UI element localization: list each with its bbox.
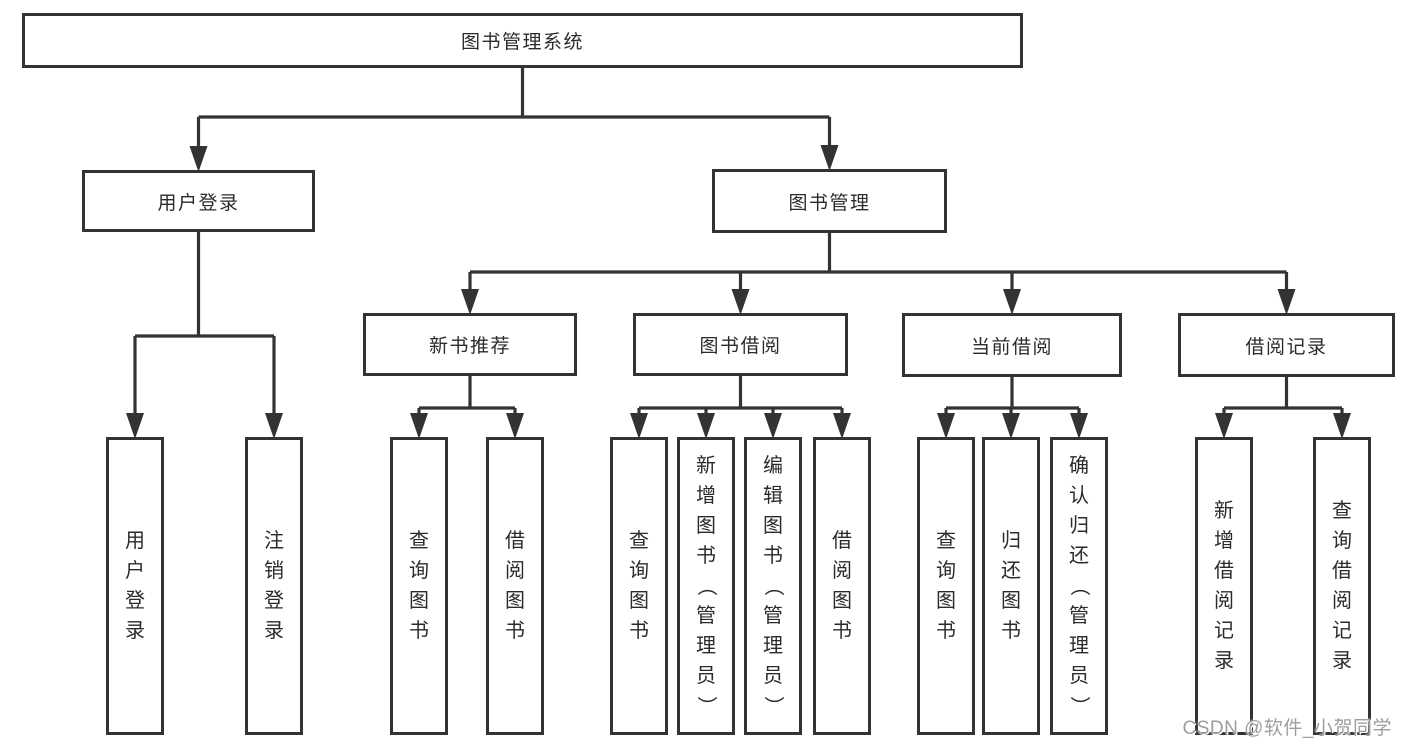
- node-add-borrow-record: 新增借阅记录: [1195, 437, 1253, 735]
- node-query-books-current: 查询图书: [917, 437, 975, 735]
- node-label: 新书推荐: [428, 336, 511, 357]
- node-label: 借阅图书: [832, 530, 852, 642]
- node-label: 注销登录: [264, 530, 284, 642]
- node-label: 编辑图书（管理员）: [762, 455, 784, 716]
- node-label: 归还图书: [1001, 530, 1021, 642]
- node-add-books-admin: 新增图书（管理员）: [677, 437, 735, 735]
- node-borrow-records: 借阅记录: [1178, 313, 1395, 377]
- node-borrow-books-recommend: 借阅图书: [486, 437, 544, 735]
- node-label: 图书管理系统: [460, 32, 584, 53]
- node-borrow-books-borrow: 借阅图书: [813, 437, 871, 735]
- node-label: 确认归还（管理员）: [1068, 455, 1090, 716]
- node-label: 查询图书: [409, 530, 429, 642]
- node-book-borrow: 图书借阅: [633, 313, 848, 376]
- node-edit-books-admin: 编辑图书（管理员）: [744, 437, 802, 735]
- node-return-books: 归还图书: [982, 437, 1040, 735]
- node-query-books-borrow: 查询图书: [610, 437, 668, 735]
- watermark: CSDN @软件_小贺同学: [1182, 718, 1392, 739]
- node-label: 图书借阅: [699, 336, 782, 357]
- node-label: 新增借阅记录: [1214, 500, 1234, 672]
- node-label: 当前借阅: [970, 336, 1053, 358]
- node-label: 借阅图书: [505, 530, 525, 642]
- node-book-management: 图书管理: [712, 169, 947, 233]
- node-label: 图书管理: [788, 192, 871, 214]
- node-user-login-leaf: 用户登录: [106, 437, 164, 735]
- node-new-book-recommend: 新书推荐: [363, 313, 577, 376]
- node-query-books-recommend: 查询图书: [390, 437, 448, 735]
- node-system: 图书管理系统: [22, 13, 1023, 68]
- node-label: 用户登录: [157, 192, 240, 214]
- node-current-borrow: 当前借阅: [902, 313, 1122, 377]
- node-user-login: 用户登录: [82, 170, 315, 232]
- node-label: 新增图书（管理员）: [695, 455, 717, 716]
- node-label: 用户登录: [125, 530, 145, 642]
- node-label: 查询图书: [629, 530, 649, 642]
- node-label: 查询图书: [936, 530, 956, 642]
- node-confirm-return-admin: 确认归还（管理员）: [1050, 437, 1108, 735]
- node-query-borrow-record: 查询借阅记录: [1313, 437, 1371, 735]
- node-logout-leaf: 注销登录: [245, 437, 303, 735]
- node-label: 查询借阅记录: [1332, 500, 1352, 672]
- node-label: 借阅记录: [1245, 336, 1328, 358]
